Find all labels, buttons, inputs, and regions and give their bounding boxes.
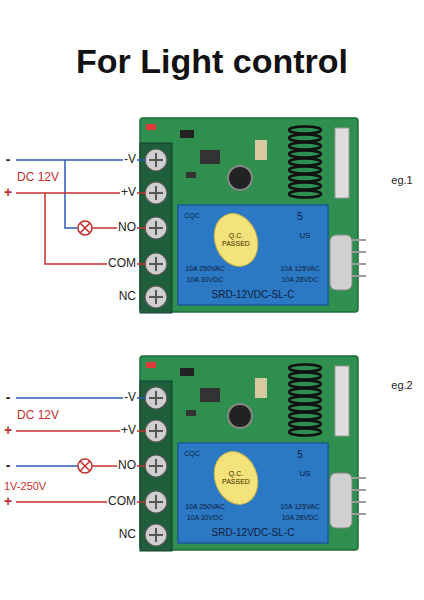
lamp-symbol [78,459,92,473]
wires-eg1 [16,160,146,264]
relay-rating: 10A 250VAC [185,503,225,511]
relay-model: SRD-12VDC-SL-C [212,289,295,300]
cert-mark: US [299,232,310,241]
cert-mark: CQC [184,212,200,220]
terminal-label: NO [117,459,137,472]
supply-label: 1V-250V [4,480,46,492]
terminal-label: NC [118,528,137,541]
relay-rating: 10A 250VAC [185,265,225,273]
lamp-symbol [78,221,92,235]
polarity-sign: - [5,458,12,473]
terminal-label: NO [117,221,137,234]
relay-rating: 10A 125VAC [280,265,320,273]
relay-rating: 10A 28VDC [282,514,319,522]
example-label: eg.1 [391,174,412,186]
terminal-label: +V [120,186,137,199]
polarity-sign: + [3,494,13,509]
relay-model: SRD-12VDC-SL-C [212,527,295,538]
relay-rating: 10A 30VDC [187,276,224,284]
supply-label: DC 12V [17,171,59,184]
title: For Light control [0,42,424,81]
polarity-sign: - [5,390,12,405]
polarity-sign: - [5,152,12,167]
terminal-label: -V [123,391,137,404]
supply-label: DC 12V [17,409,59,422]
example-label: eg.2 [391,379,412,391]
terminal-label: NC [118,290,137,303]
cert-mark: CQC [184,450,200,458]
cert-mark: 5 [297,211,303,222]
polarity-sign: + [3,423,13,438]
relay-rating: 10A 125VAC [280,503,320,511]
polarity-sign: + [3,185,13,200]
qc-sticker: Q.C. PASSED [221,232,251,247]
relay-rating: 10A 30VDC [187,514,224,522]
terminal-label: -V [123,153,137,166]
cert-mark: 5 [297,449,303,460]
qc-sticker: Q.C. PASSED [221,470,251,485]
terminal-label: COM [107,257,137,270]
relay-rating: 10A 28VDC [282,276,319,284]
cert-mark: US [299,470,310,479]
terminal-label: COM [107,495,137,508]
terminal-label: +V [120,424,137,437]
